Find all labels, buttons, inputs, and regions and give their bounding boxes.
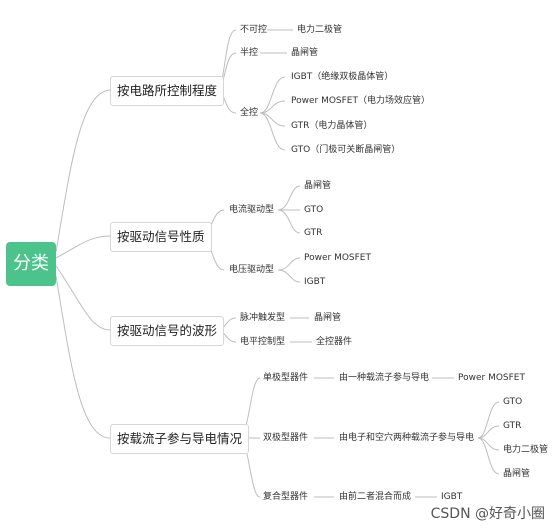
node-igbt[interactable]: IGBT [441, 492, 463, 502]
node-power-diode[interactable]: 电力二极管 [297, 25, 343, 35]
node-gtr[interactable]: GTR [304, 228, 323, 238]
node-gto[interactable]: GTO [304, 205, 324, 215]
node-igbt[interactable]: IGBT [304, 277, 326, 287]
node-pulse-triggered[interactable]: 脉冲触发型 [240, 313, 286, 323]
node-current-driven[interactable]: 电流驱动型 [229, 205, 275, 215]
node-fully-controlled[interactable]: 全控 [240, 108, 259, 118]
node-semi-controlled[interactable]: 半控 [240, 48, 259, 58]
node-thyristor[interactable]: 晶闸管 [503, 469, 531, 479]
node-by-control-degree[interactable]: 按电路所控制程度 [110, 76, 225, 106]
node-voltage-driven[interactable]: 电压驱动型 [229, 265, 275, 275]
node-by-drive-waveform[interactable]: 按驱动信号的波形 [110, 316, 225, 346]
node-gto-full[interactable]: GTO（门极可关断晶闸管） [291, 145, 401, 155]
node-hybrid-of-both[interactable]: 由前二者混合而成 [339, 492, 412, 502]
node-gto[interactable]: GTO [503, 397, 523, 407]
node-uncontrollable[interactable]: 不可控 [240, 25, 268, 35]
node-composite[interactable]: 复合型器件 [263, 492, 309, 502]
node-fully-controlled-devices[interactable]: 全控器件 [316, 337, 353, 347]
node-thyristor[interactable]: 晶闸管 [304, 181, 332, 191]
node-by-carrier-conduction[interactable]: 按载流子参与导电情况 [110, 424, 250, 454]
node-unipolar[interactable]: 单极型器件 [263, 373, 309, 383]
node-level-controlled[interactable]: 电平控制型 [240, 337, 286, 347]
node-gtr-full[interactable]: GTR（电力晶体管） [291, 121, 373, 131]
node-power-mosfet[interactable]: Power MOSFET [458, 373, 525, 383]
node-two-carriers[interactable]: 由电子和空穴两种载流子参与导电 [339, 433, 475, 443]
root-node[interactable]: 分类 [6, 242, 56, 286]
node-bipolar[interactable]: 双极型器件 [263, 433, 309, 443]
watermark: CSDN @好奇小圈 [430, 506, 545, 522]
node-thyristor[interactable]: 晶闸管 [314, 313, 342, 323]
node-thyristor[interactable]: 晶闸管 [291, 48, 319, 58]
node-gtr[interactable]: GTR [503, 421, 522, 431]
node-by-drive-signal-nature[interactable]: 按驱动信号性质 [110, 222, 212, 252]
node-single-carrier[interactable]: 由一种载流子参与导电 [339, 373, 430, 383]
node-power-diode[interactable]: 电力二极管 [503, 445, 549, 455]
node-power-mosfet-full[interactable]: Power MOSFET（电力场效应管） [291, 96, 430, 106]
node-igbt-full[interactable]: IGBT（绝缘双极晶体管） [291, 72, 394, 82]
node-power-mosfet[interactable]: Power MOSFET [304, 253, 371, 263]
